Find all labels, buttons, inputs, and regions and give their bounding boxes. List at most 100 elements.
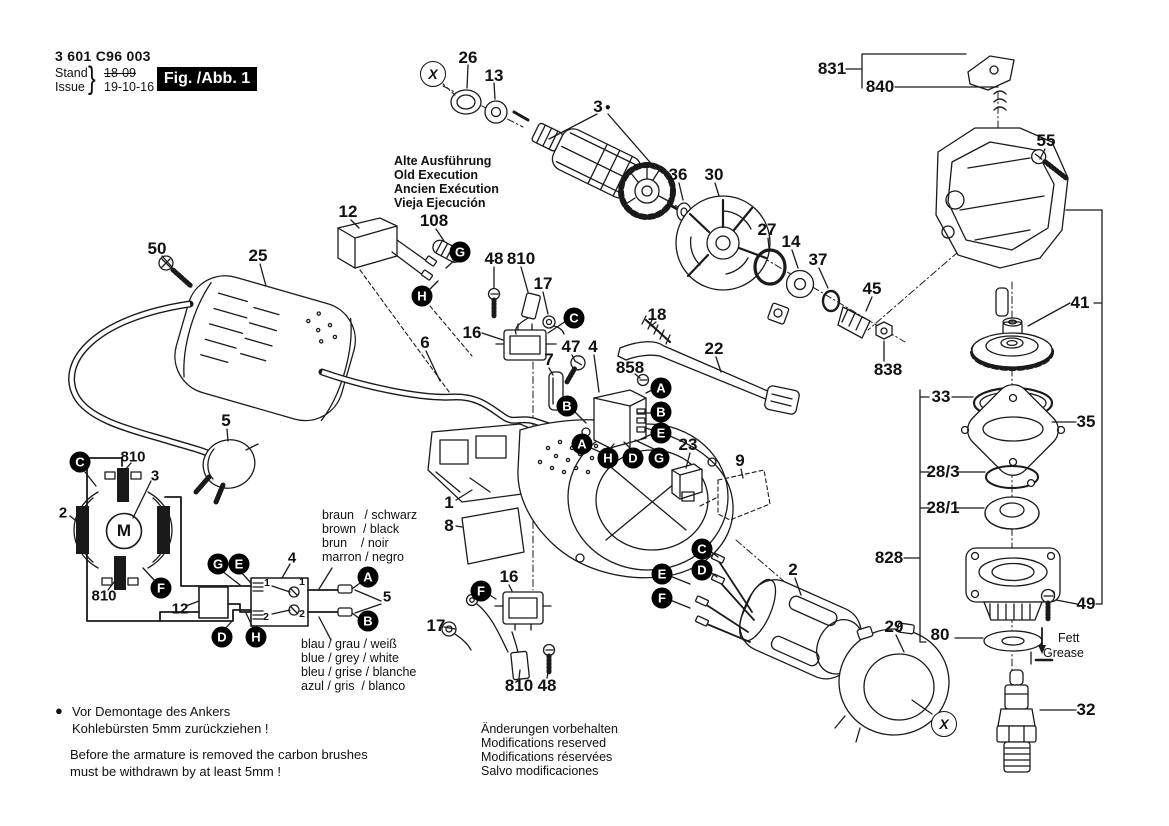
callout-num-14: 14	[781, 232, 801, 251]
callout-letter-E: E	[650, 422, 672, 444]
callout-num-17: 17	[533, 274, 553, 293]
stand-label: Stand	[55, 66, 88, 80]
callout-nums-2: 2	[58, 504, 68, 522]
callout-num-22: 22	[704, 339, 724, 358]
callout-nums-5: 5	[382, 588, 392, 606]
callout-letter-F: F	[470, 580, 492, 602]
wire-legend-top-de: braun / schwarz	[322, 508, 418, 522]
rear-housing-drawing	[174, 275, 356, 422]
leader-lines	[161, 53, 1103, 715]
callout-num-108: 108	[419, 211, 449, 230]
callout-num-25: 25	[248, 246, 268, 265]
callout-num-30: 30	[704, 165, 724, 184]
callout-num-13: 13	[484, 66, 504, 85]
callout-letter-B: B	[650, 401, 672, 423]
callout-xref-X: X	[931, 711, 957, 737]
callout-num-23: 23	[678, 435, 698, 454]
callout-num-1: 1	[444, 493, 454, 512]
callout-tiny-2: 2	[299, 608, 305, 620]
callout-num-5: 5	[221, 411, 231, 430]
callout-num-35: 35	[1076, 412, 1096, 431]
callout-numb-3: 3●	[593, 97, 611, 116]
wire-legend-top-fr: brun / noir	[322, 536, 389, 550]
callout-letter-E: E	[228, 553, 250, 575]
wire-legend-top-es: marron / negro	[322, 550, 404, 564]
callout-num-840: 840	[865, 77, 895, 96]
brush-note-en-line1: Before the armature is removed the carbo…	[70, 747, 368, 762]
callout-num-17: 17	[426, 616, 446, 635]
old-execution-line-es: Vieja Ejecución	[394, 196, 486, 210]
callout-num-2: 2	[788, 560, 798, 579]
callout-num-55: 55	[1036, 131, 1056, 150]
brush-note-en-line2: must be withdrawn by at least 5mm !	[70, 764, 281, 779]
callout-num-50: 50	[147, 239, 167, 258]
spindle-drawing	[996, 669, 1037, 773]
callout-motor-M: M	[116, 521, 132, 540]
callout-num-49: 49	[1076, 594, 1096, 613]
modifications-line-es: Salvo modificaciones	[481, 764, 599, 778]
callout-letter-C: C	[69, 451, 91, 473]
callout-num-16: 16	[462, 323, 482, 342]
callout-num-810: 810	[506, 249, 536, 268]
callout-num-48: 48	[484, 249, 504, 268]
fan-baffle-drawing	[675, 195, 893, 340]
wiring-schematic-drawing	[69, 457, 382, 641]
modifications-line-de: Änderungen vorbehalten	[481, 722, 618, 736]
wire-legend-bottom-en: blue / grey / white	[301, 651, 399, 665]
grease-label-de: Fett	[1058, 631, 1080, 645]
issue-label: Issue	[55, 80, 85, 94]
callout-nums-3: 3	[150, 467, 160, 485]
callout-letter-C: C	[563, 307, 585, 329]
callout-num-27: 27	[757, 220, 777, 239]
callout-nums-810: 810	[91, 587, 117, 605]
modifications-line-fr: Modifications réservées	[481, 750, 613, 764]
callout-tiny-1: 1	[299, 576, 305, 588]
capacitor-drawing	[337, 217, 463, 281]
grease-label-en: Grease	[1043, 646, 1084, 660]
callout-num-41: 41	[1070, 293, 1090, 312]
callout-letter-G: G	[648, 447, 670, 469]
callout-num-29: 29	[884, 617, 904, 636]
wire-legend-bottom-fr: bleu / grise / blanche	[301, 665, 417, 679]
callout-num-45: 45	[862, 279, 882, 298]
gear-head-housing-drawing	[935, 55, 1070, 340]
callout-num-831: 831	[817, 59, 847, 78]
callout-num-37: 37	[808, 250, 828, 269]
wire-legend-bottom-de: blau / grau / weiß	[301, 637, 397, 651]
callout-letter-C: C	[691, 538, 713, 560]
brush-note-de-line1: Vor Demontage des Ankers	[72, 704, 231, 719]
issue-value: 19-10-16	[104, 80, 155, 94]
callout-num-33: 33	[931, 387, 951, 406]
brush-holder-top-drawing	[487, 287, 565, 361]
stand-value: 18-09	[104, 66, 136, 80]
callout-letter-B: B	[556, 395, 578, 417]
wire-legend-top-en: brown / black	[322, 522, 400, 536]
callout-num-810: 810	[504, 676, 534, 695]
armature-drawing	[450, 89, 698, 222]
brush-holder-bottom-drawing	[441, 591, 556, 681]
callout-num-32: 32	[1076, 700, 1096, 719]
brush-note-de-line2: Kohlebürsten 5mm zurückziehen !	[72, 721, 269, 736]
callout-num-28/3: 28/3	[926, 462, 960, 481]
brush-note-bullet: ●	[55, 703, 63, 718]
screw-50-drawing	[158, 255, 194, 289]
callout-nums-4: 4	[287, 549, 297, 567]
callout-letter-D: D	[691, 559, 713, 581]
callout-letter-E: E	[651, 563, 673, 585]
gear-stack-drawing	[960, 332, 1066, 773]
callout-num-838: 838	[873, 360, 903, 379]
callout-letter-H: H	[411, 285, 433, 307]
callout-nums-12: 12	[171, 600, 189, 618]
callout-num-9: 9	[735, 451, 745, 470]
old-execution-line-de: Alte Ausführung	[394, 154, 492, 168]
stator-drawing	[694, 552, 950, 743]
header-brace: }	[88, 60, 96, 96]
document-part-number: 3 601 C96 003	[55, 48, 151, 64]
callout-letter-F: F	[651, 587, 673, 609]
callout-num-16: 16	[499, 567, 519, 586]
callout-letter-H: H	[597, 447, 619, 469]
plug-drawing	[193, 439, 259, 505]
